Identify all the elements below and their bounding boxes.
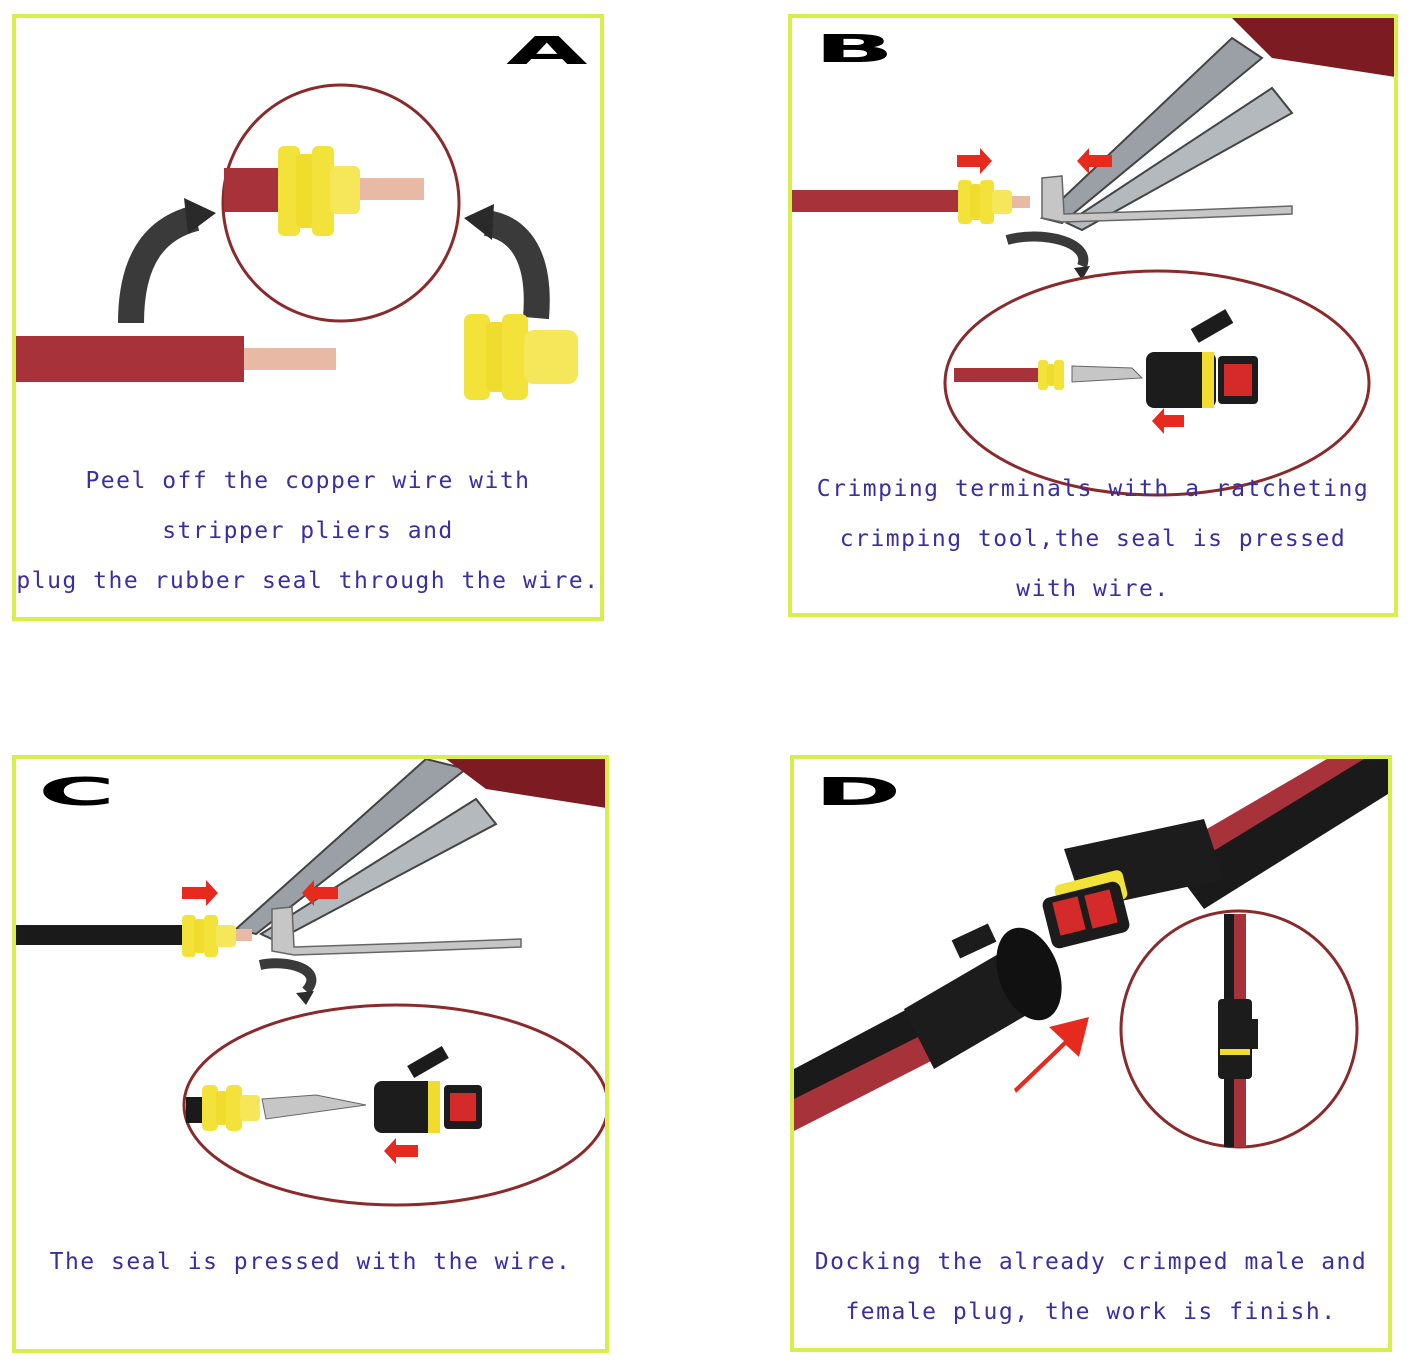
caption-line: with wire. [1016,576,1170,602]
terminal [261,1094,367,1120]
caption-line: Docking the already crimped male and [814,1249,1368,1275]
red-wire [1234,1079,1246,1147]
step-a-panel: A Peel off the copper wire with [12,14,604,621]
step-d-panel: D [790,755,1392,1352]
step-a-illustration [16,83,578,400]
red-arrow-right [182,880,218,906]
copper-core [352,178,424,200]
black-wire [1224,1079,1234,1147]
shadow-swoosh [1005,231,1089,268]
step-caption: Docking the already crimped male and fem… [794,1237,1388,1337]
rubber-seal [202,1085,260,1131]
red-wire [1234,914,1246,1024]
step-letter: B [814,26,895,72]
red-arrow-right [957,148,992,174]
step-b-panel: B [788,14,1398,617]
copper-core [1012,196,1030,208]
red-arrow-left [1077,148,1112,174]
step-d-illustration [794,759,1388,1149]
black-wire [1224,914,1234,1024]
connector-housing [374,1045,482,1133]
step-caption: The seal is pressed with the wire. [16,1237,605,1287]
connector-pair [1218,999,1252,1079]
red-wire [16,336,244,382]
step-letter: A [506,28,588,74]
rubber-seal [958,180,1012,224]
terminal [1071,365,1144,383]
caption-line: stripper pliers and [162,518,454,544]
caption-line: plug the rubber seal through the wire. [16,568,600,594]
caption-line: The seal is pressed with the wire. [49,1249,572,1275]
step-caption: Peel off the copper wire with stripper p… [16,456,600,606]
caption-line: crimping tool,the seal is pressed [839,526,1347,552]
step-caption: Crimping terminals with a ratcheting cri… [792,464,1394,613]
curved-arrow-left [118,205,200,324]
step-b-illustration [792,18,1394,497]
rubber-seal [1038,360,1064,390]
rubber-seal [464,314,578,400]
red-arrow-left [302,880,338,906]
copper-core [236,929,252,941]
caption-line: female plug, the work is finish. [845,1299,1337,1325]
red-wire [954,368,1038,382]
caption-line: Peel off the copper wire with [85,468,531,494]
copper-core [244,348,336,370]
step-letter: D [814,769,902,815]
red-arrow-left [1152,408,1184,434]
female-cable [1164,759,1388,909]
rubber-seal [182,915,236,957]
step-c-illustration [16,759,605,1207]
red-docking-arrow [1014,1017,1089,1093]
terminal [271,906,522,956]
male-plug [904,923,1062,1069]
rubber-seal [278,146,360,236]
pliers [1039,18,1394,232]
step-letter: C [38,769,116,815]
caption-line: Crimping terminals with a ratcheting [816,476,1370,502]
black-wire [16,925,186,945]
step-c-panel: C [12,755,609,1353]
female-plug [1042,819,1224,949]
shadow-swoosh [258,958,317,995]
red-arrow-left [384,1138,418,1164]
connector-housing [1146,309,1258,408]
curved-arrow-right [483,210,550,320]
terminal [1041,175,1293,223]
red-wire [792,190,962,212]
